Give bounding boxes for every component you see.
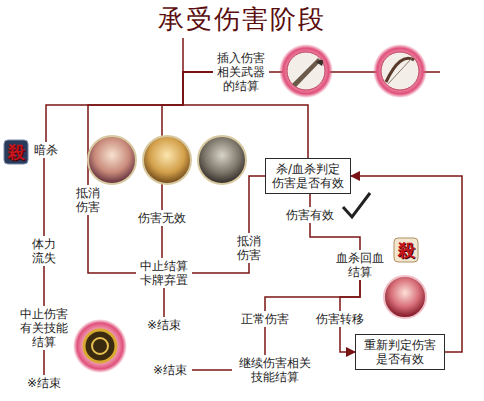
flow-connector [88,215,136,273]
step-label: 伤害无效 [134,210,190,226]
flow-connector [309,194,311,207]
step-label: 血杀回血 结算 [332,250,388,280]
step-text: 正常伤害 [239,312,291,326]
step-text: 抵消 伤害 [236,234,262,262]
step-label: ※结束 [142,317,186,333]
step-text: 血杀回血 结算 [334,251,386,279]
step-label: 抵消 伤害 [73,185,103,215]
step-label: 正常伤害 [237,311,293,327]
step-label: 继续伤害相关 技能结算 [232,355,318,385]
step-label: ※结束 [22,375,66,391]
step-text: 伤害转移 [314,312,366,326]
step-text: 体力 流失 [31,237,57,265]
step-label: 插入伤害 相关武器 的结算 [213,50,269,94]
step-text: 重新判定伤害 是否有效 [360,338,440,366]
flow-connector [340,280,360,311]
step-label: 暗杀 [29,142,63,158]
hero-portrait [88,136,426,318]
flow-connector [192,369,232,371]
trunk-wire [182,38,184,73]
step-label: 伤害转移 [312,311,368,327]
flow-connector [192,263,249,273]
step-label: 抵消 伤害 [234,233,264,263]
step-label: 伤害有效 [282,207,338,223]
card-glyph: 殺 [4,140,28,164]
flow-connector [163,288,165,317]
step-text: 中止结算 卡牌弃置 [138,259,190,287]
step-text: ※结束 [150,363,190,377]
flow-connector [43,350,45,375]
step-text: 插入伤害 相关武器 的结算 [215,51,267,93]
step-text: 继续伤害相关 技能结算 [234,356,316,384]
flow-connector [340,327,355,352]
step-label: 体力 流失 [29,236,59,266]
step-text: 杀/血杀判定 伤害是否有效 [270,162,346,190]
step-text: ※结束 [144,318,184,332]
step-label: 中止伤害 有关技能 结算 [16,306,72,350]
diagram-title: 承受伤害阶段 [0,4,484,34]
flow-connector [43,266,45,306]
step-text: 暗杀 [31,143,61,157]
step-text: 伤害无效 [136,211,188,225]
weapon-icon [279,44,333,98]
step-label: 中止结算 卡牌弃置 [136,258,192,288]
armor-medallion [73,319,127,373]
step-text: 伤害有效 [284,208,336,222]
decision-box: 重新判定伤害 是否有效 [355,334,445,370]
step-text: 抵消 伤害 [75,186,101,214]
flow-connector [264,327,266,355]
step-text: 中止伤害 有关技能 结算 [18,307,70,349]
step-text: ※结束 [24,376,64,390]
decision-box: 杀/血杀判定 伤害是否有效 [265,158,351,194]
flow-connector [88,72,213,185]
flow-connector [46,72,213,142]
flow-connector [43,158,45,236]
flow-connector [249,176,265,233]
flow-connector [265,280,360,311]
check-mark [343,193,370,217]
step-label: ※结束 [148,362,192,378]
weapon-icon [373,44,427,98]
flow-connector [161,226,163,258]
card-glyph: 殺 [394,238,418,262]
flow-connector [310,223,360,250]
